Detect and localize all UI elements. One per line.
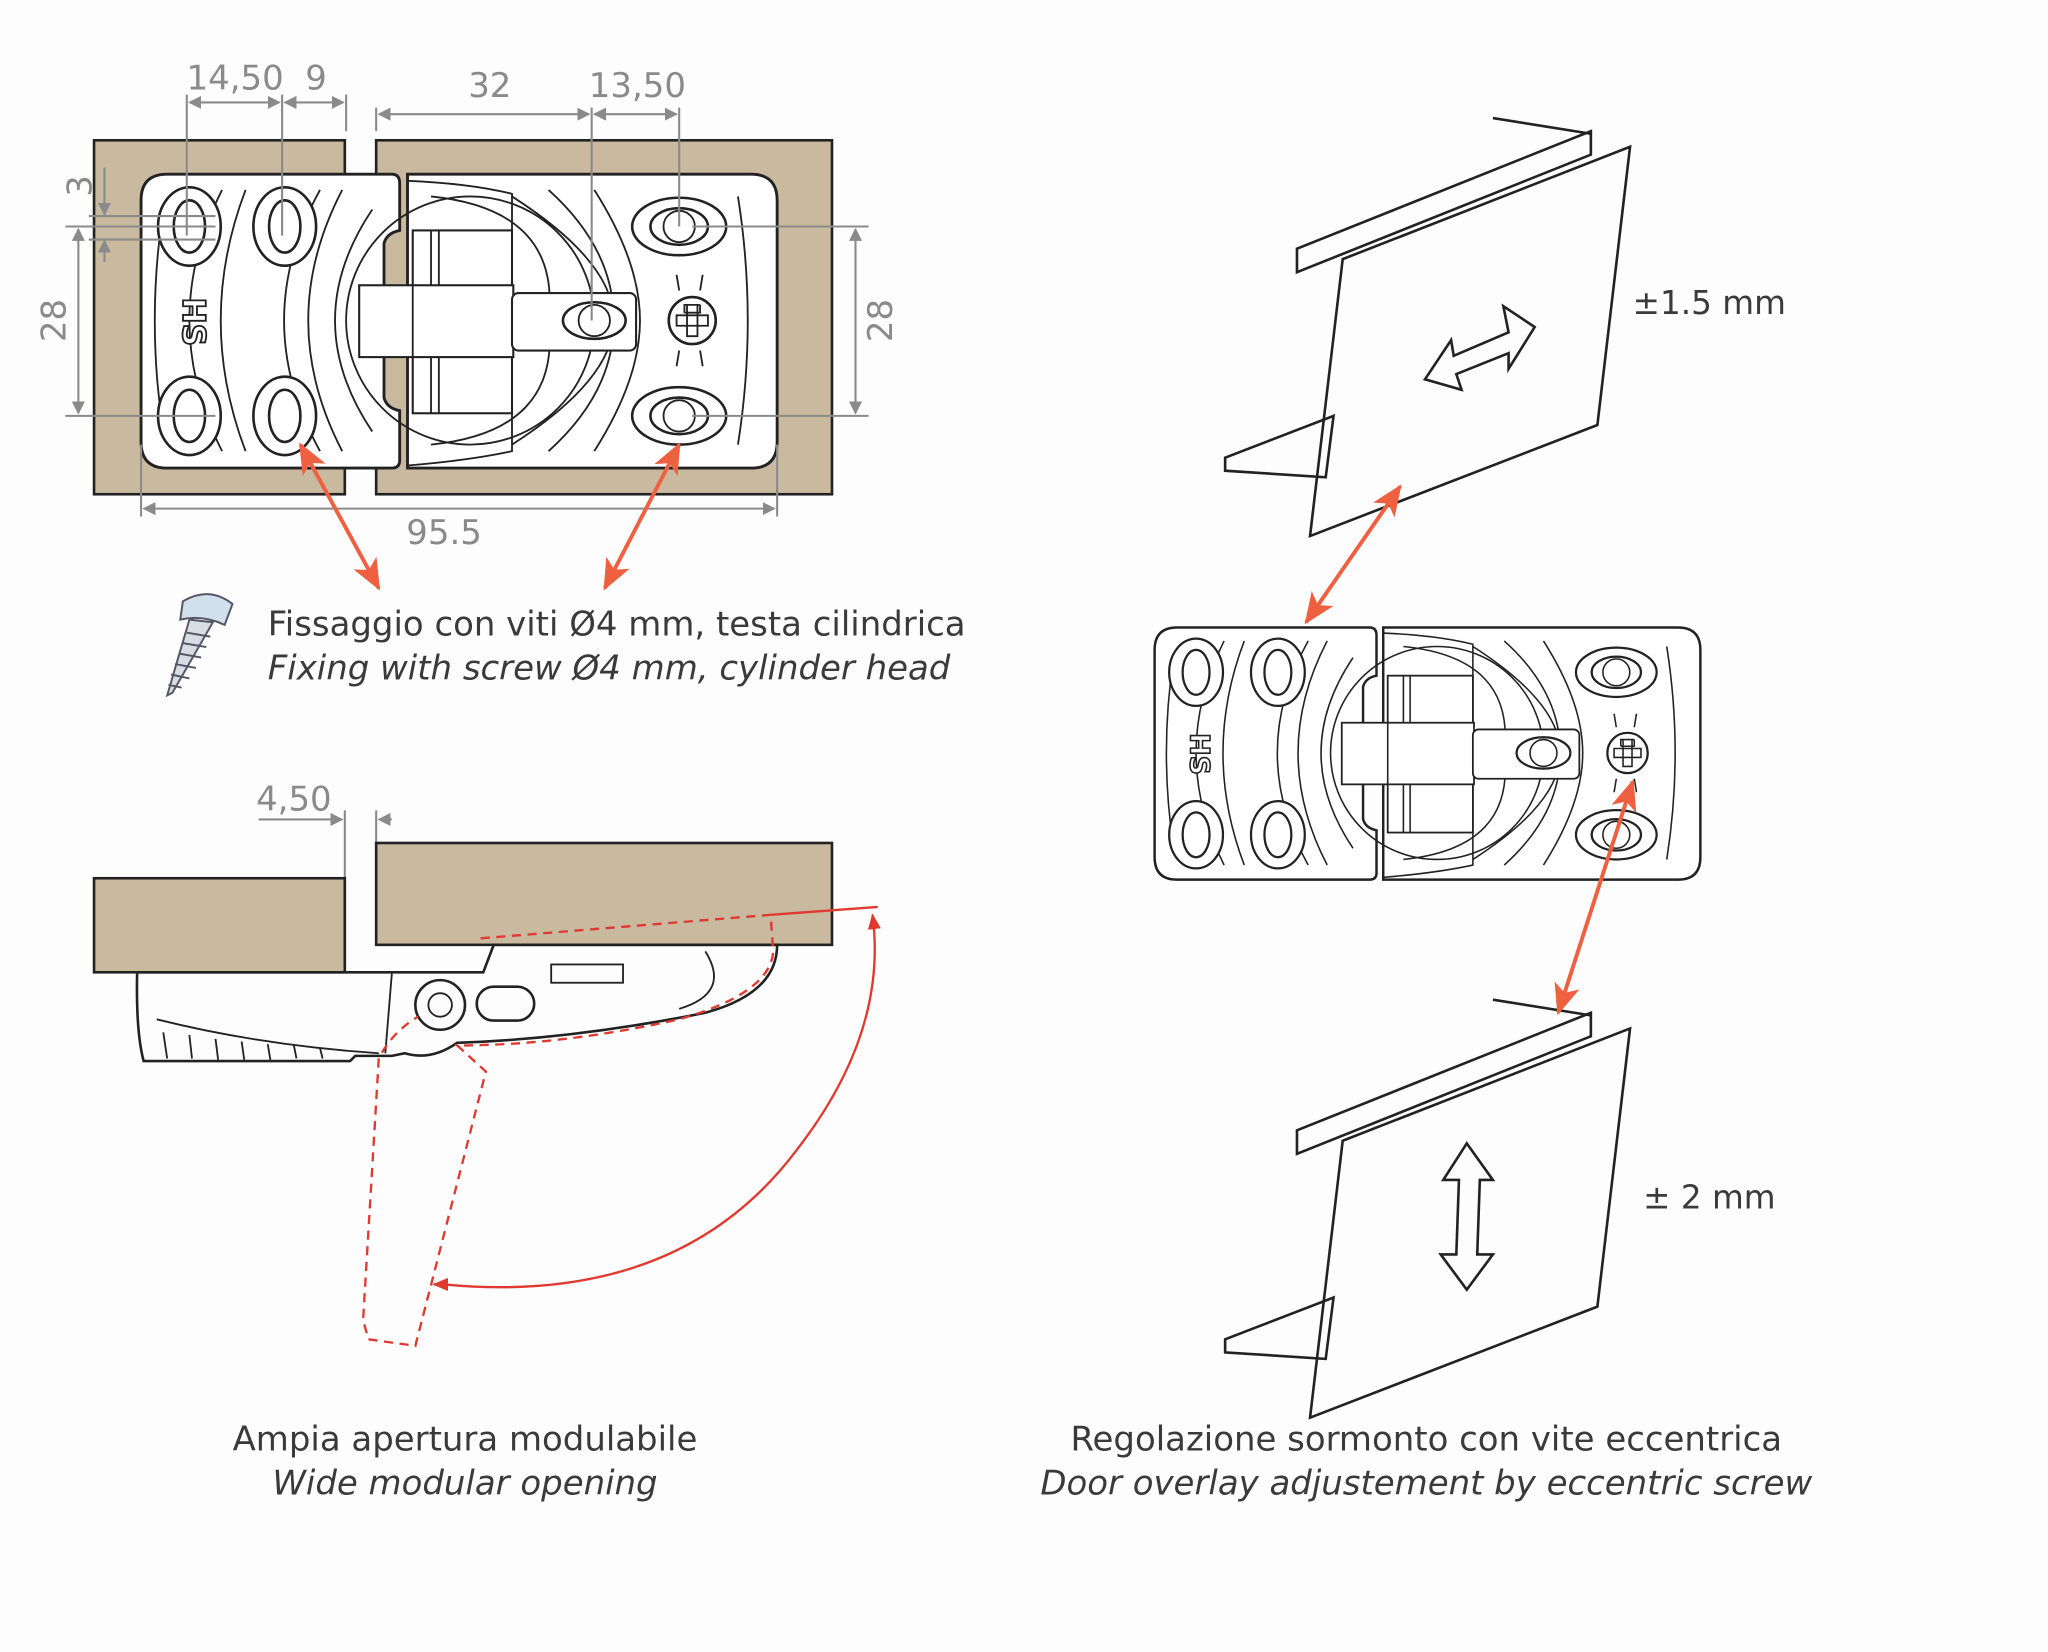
side-view: 4,50 Ampia apertura modulabile Wide modu… bbox=[92, 779, 881, 1504]
hinge-plan bbox=[139, 172, 779, 470]
adjustment-view: ±1.5 mm ± 2 mm Regolazione sormonto con … bbox=[1040, 116, 1812, 1504]
door-side-panel bbox=[374, 841, 834, 947]
fixing-arrow-right bbox=[602, 442, 681, 591]
fixing-text-it: Fissaggio con viti Ø4 mm, testa cilindri… bbox=[268, 604, 966, 644]
double-arrow-vertical-icon bbox=[1438, 1141, 1496, 1292]
dim-9: 9 bbox=[305, 58, 327, 98]
adjust-arrow-bottom bbox=[1554, 779, 1637, 1016]
dim-13-50: 13,50 bbox=[589, 66, 686, 106]
opening-caption-en: Wide modular opening bbox=[272, 1464, 657, 1504]
hinge-adjust bbox=[1153, 626, 1702, 881]
fixing-arrow-left bbox=[298, 442, 381, 591]
double-arrow-horizontal-icon bbox=[1422, 303, 1537, 392]
fixing-text-en: Fixing with screw Ø4 mm, cylinder head bbox=[268, 649, 951, 689]
plan-view: 14,50 9 32 13,50 3 28 28 95.5 bbox=[34, 58, 901, 591]
hinge-side-profile bbox=[135, 943, 779, 1063]
dim-4-50: 4,50 bbox=[256, 779, 332, 819]
dim-3: 3 bbox=[60, 175, 100, 197]
dimension-lines bbox=[65, 94, 869, 517]
open-door-outline bbox=[361, 913, 775, 1348]
dim-32: 32 bbox=[468, 66, 511, 106]
dim-28-right: 28 bbox=[861, 299, 901, 342]
door-horizontal-adjust bbox=[1223, 116, 1632, 538]
adjust-arrow-top bbox=[1304, 484, 1402, 625]
dim-28-left: 28 bbox=[34, 299, 74, 342]
adjust-caption-it: Regolazione sormonto con vite eccentrica bbox=[1070, 1419, 1782, 1459]
horizontal-adjust-label: ±1.5 mm bbox=[1633, 284, 1786, 322]
opening-caption-it: Ampia apertura modulabile bbox=[233, 1419, 698, 1459]
adjust-caption-en: Door overlay adjustement by eccentric sc… bbox=[1040, 1464, 1812, 1504]
dim-95-5: 95.5 bbox=[406, 513, 482, 553]
fixing-note: Fissaggio con viti Ø4 mm, testa cilindri… bbox=[165, 593, 966, 698]
door-vertical-adjust bbox=[1223, 998, 1632, 1419]
cabinet-side-panel bbox=[92, 876, 347, 974]
vertical-adjust-label: ± 2 mm bbox=[1643, 1179, 1775, 1217]
dim-14-50: 14,50 bbox=[187, 58, 284, 98]
screw-icon bbox=[165, 593, 234, 698]
opening-arc-arrow bbox=[443, 913, 881, 1289]
